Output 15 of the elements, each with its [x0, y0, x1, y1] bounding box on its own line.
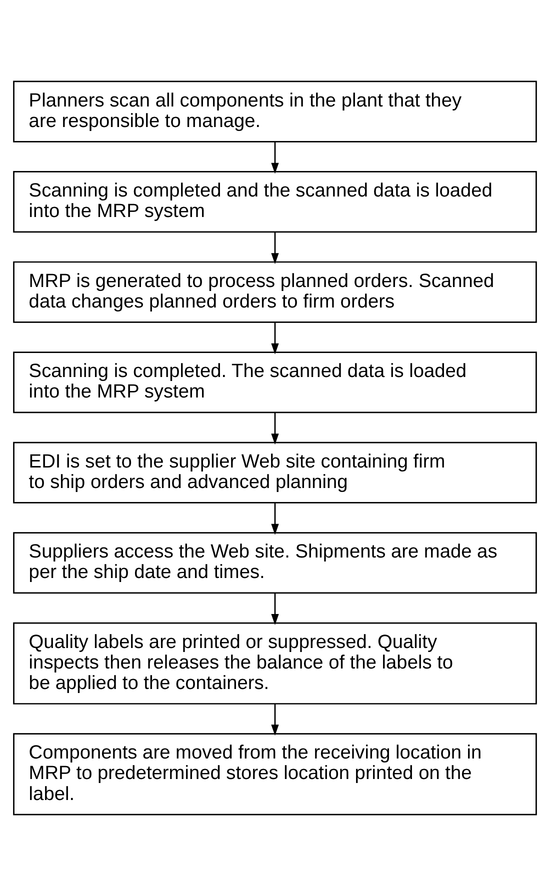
node-box: Suppliers access the Web site. Shipments are made as per the ship date and times.	[13, 532, 537, 594]
node-box: Components are moved from the receiving location in MRP to predetermined stores location printed on the label.	[13, 733, 537, 816]
arrow	[271, 232, 279, 264]
arrow	[271, 322, 279, 354]
node-box: Planners scan all components in the plant that they are responsible to manage.	[13, 80, 537, 142]
node-box: EDI is set to the supplier Web site containing firm to ship orders and advanced planning	[13, 442, 537, 504]
node-box: Scanning is completed. The scanned data is loaded into the MRP system	[13, 352, 537, 414]
arrow	[271, 503, 279, 535]
node-box: MRP is generated to process planned orders. Scanned data changes planned orders to firm orders	[13, 261, 537, 323]
arrow	[271, 593, 279, 625]
arrow	[271, 412, 279, 445]
arrow	[271, 142, 279, 174]
node-box: Quality labels are printed or suppressed. Quality inspects then releases the balance of the labels to be applied to the containers.	[13, 622, 537, 704]
node-box: Scanning is completed and the scanned data is loaded into the MRP system	[13, 171, 537, 233]
arrow	[271, 704, 279, 736]
